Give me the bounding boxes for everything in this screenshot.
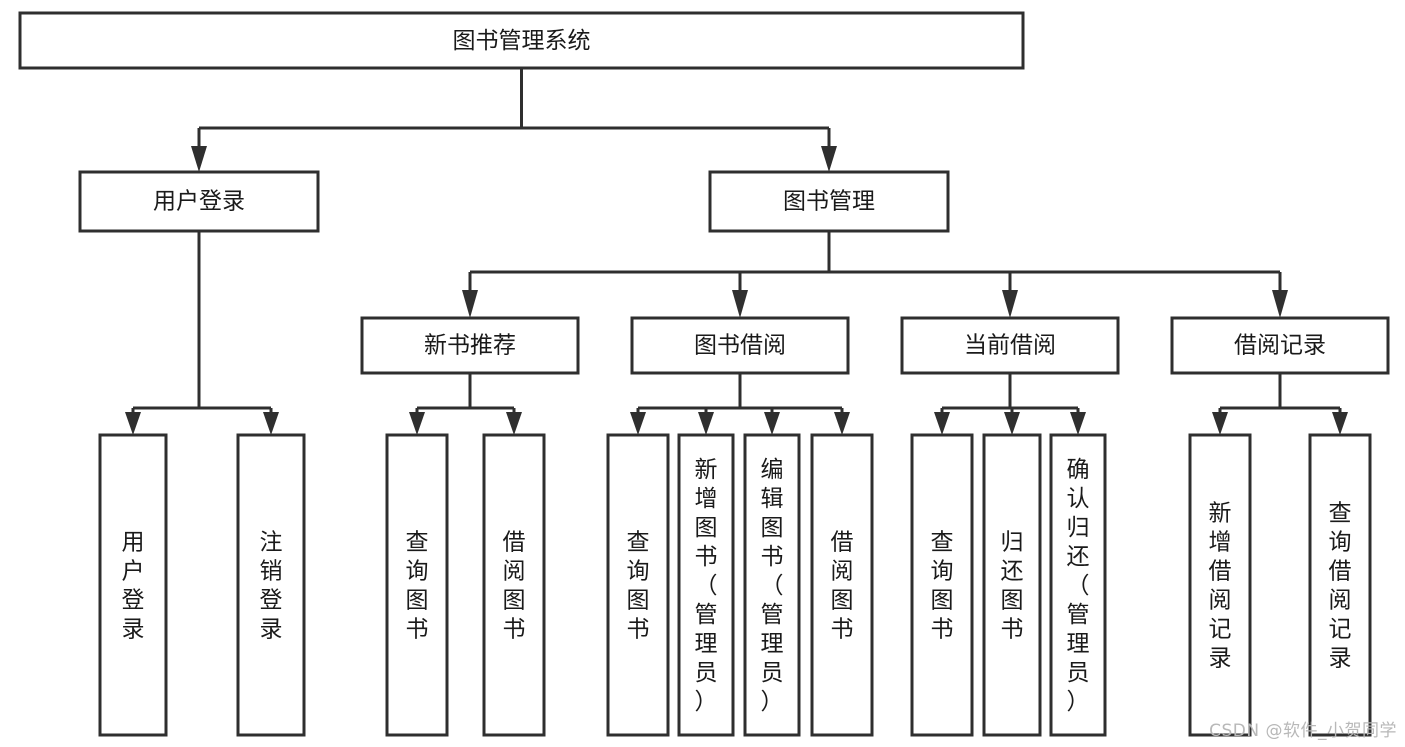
node-leaf-add-book-admin[interactable]: 新增图书（管理员） (677, 433, 735, 737)
node-leaf-confirm-return-admin[interactable]: 确认归还（管理员） (1049, 433, 1107, 737)
node-leaf-add-borrow-record-label: 新增借阅记录 (1209, 501, 1232, 672)
node-book-borrow[interactable]: 图书借阅 (630, 316, 850, 375)
node-leaf-return-book-label: 归还图书 (1001, 530, 1024, 643)
node-leaf-query-borrow-record-label: 查询借阅记录 (1329, 501, 1352, 672)
csdn-watermark: CSDN @软件_小贺同学 (1209, 721, 1397, 741)
node-leaf-query-book-2-label: 查询图书 (627, 530, 650, 643)
connector-root-to-level2 (191, 68, 837, 172)
connector-newbook-to-leaves (409, 373, 522, 435)
node-leaf-edit-book-admin[interactable]: 编辑图书（管理员） (743, 433, 801, 737)
node-leaf-borrow-book-1-label: 借阅图书 (503, 530, 526, 643)
node-leaf-borrow-book-1[interactable]: 借阅图书 (482, 433, 546, 737)
node-root-system[interactable]: 图书管理系统 (18, 11, 1025, 70)
connector-borrowrecord-to-leaves (1212, 373, 1348, 435)
node-current-borrow-label: 当前借阅 (964, 333, 1056, 359)
node-root-label: 图书管理系统 (453, 28, 591, 54)
node-leaf-query-book-1[interactable]: 查询图书 (385, 433, 449, 737)
node-new-book-recommend-label: 新书推荐 (424, 333, 516, 359)
node-current-borrow[interactable]: 当前借阅 (900, 316, 1120, 375)
node-leaf-return-book[interactable]: 归还图书 (982, 433, 1042, 737)
node-book-borrow-label: 图书借阅 (694, 333, 786, 359)
connector-currentborrow-to-leaves (934, 373, 1086, 435)
node-leaf-user-login[interactable]: 用户登录 (98, 433, 168, 737)
connector-bookborrow-to-leaves (630, 373, 850, 435)
node-leaf-query-book-3[interactable]: 查询图书 (910, 433, 974, 737)
node-borrow-record[interactable]: 借阅记录 (1170, 316, 1390, 375)
node-leaf-query-book-2[interactable]: 查询图书 (606, 433, 670, 737)
node-book-manage-label: 图书管理 (783, 189, 875, 215)
connector-userlogin-to-leaves (125, 231, 279, 435)
node-leaf-confirm-return-admin-label: 确认归还（管理员） (1067, 457, 1090, 715)
node-leaf-query-borrow-record[interactable]: 查询借阅记录 (1308, 433, 1372, 737)
node-leaf-borrow-book-2[interactable]: 借阅图书 (810, 433, 874, 737)
node-leaf-query-book-3-label: 查询图书 (931, 530, 954, 643)
node-leaf-edit-book-admin-label: 编辑图书（管理员） (761, 457, 784, 715)
node-borrow-record-label: 借阅记录 (1234, 333, 1326, 359)
node-leaf-add-book-admin-label: 新增图书（管理员） (695, 457, 718, 715)
node-leaf-query-book-1-label: 查询图书 (406, 530, 429, 643)
node-leaf-user-login-label: 用户登录 (122, 530, 145, 643)
node-leaf-logout-login-label: 注销登录 (260, 530, 283, 643)
node-user-login-label: 用户登录 (153, 189, 245, 215)
node-leaf-borrow-book-2-label: 借阅图书 (831, 530, 854, 643)
node-new-book-recommend[interactable]: 新书推荐 (360, 316, 580, 375)
node-leaf-add-borrow-record[interactable]: 新增借阅记录 (1188, 433, 1252, 737)
node-leaf-logout-login[interactable]: 注销登录 (236, 433, 306, 737)
node-book-manage[interactable]: 图书管理 (708, 170, 950, 233)
node-user-login[interactable]: 用户登录 (78, 170, 320, 233)
connector-bookmanage-to-level3 (462, 231, 1288, 318)
